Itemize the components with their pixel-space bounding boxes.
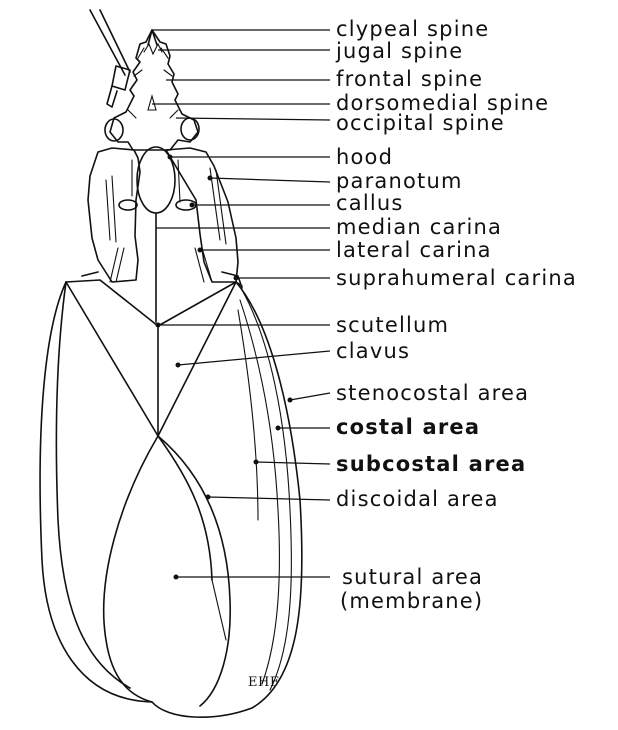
label-stenocostal-area: stenocostal area: [336, 381, 529, 405]
label-sutural-area-note: (membrane): [340, 589, 483, 613]
label-clavus: clavus: [336, 339, 410, 363]
leader-occipital: [176, 118, 330, 120]
label-occipital-spine: occipital spine: [336, 111, 505, 135]
label-scutellum: scutellum: [336, 313, 449, 337]
wing-bases: [66, 280, 242, 436]
label-hood: hood: [336, 145, 393, 169]
label-suprahumeral-carina: suprahumeral carina: [336, 266, 577, 290]
insect-drawing: [40, 10, 302, 717]
label-frontal-spine: frontal spine: [336, 67, 483, 91]
label-subcostal-area: subcostal area: [336, 452, 526, 476]
label-median-carina: median carina: [336, 215, 502, 239]
label-callus: callus: [336, 191, 404, 215]
label-sutural-area: sutural area: [342, 565, 483, 589]
pronotum: [82, 147, 242, 322]
label-paranotum: paranotum: [336, 169, 463, 193]
leader-stenocostal: [290, 393, 330, 400]
label-costal-area: costal area: [336, 415, 480, 439]
label-clypeal-spine: clypeal spine: [336, 17, 489, 41]
labels: clypeal spine jugal spine frontal spine …: [335, 17, 577, 613]
right-forewing: [152, 282, 302, 717]
leader-discoidal: [208, 497, 330, 500]
left-forewing: [40, 282, 158, 702]
label-lateral-carina: lateral carina: [336, 238, 492, 262]
artist-signature: EHF: [248, 675, 279, 690]
leader-subcostal: [256, 462, 330, 464]
label-jugal-spine: jugal spine: [335, 39, 463, 63]
leader-paranotum: [210, 178, 330, 182]
antennae: [90, 10, 130, 107]
label-discoidal-area: discoidal area: [336, 487, 499, 511]
